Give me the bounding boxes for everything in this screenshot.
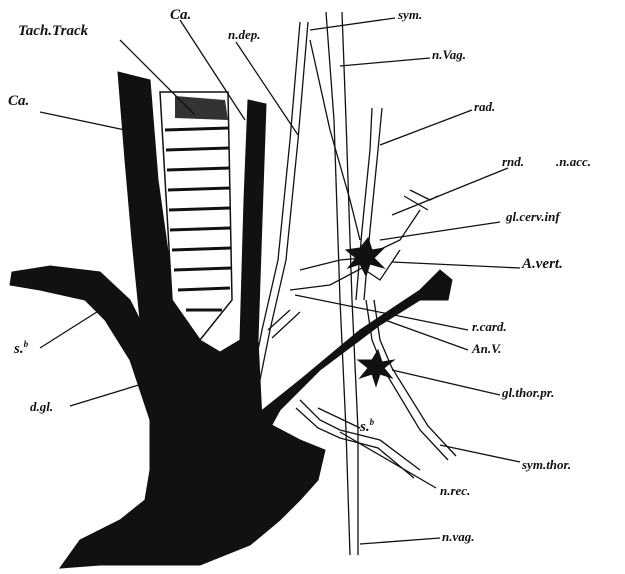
label-ca-top: Ca. — [170, 8, 191, 23]
label-d-gl: d.gl. — [30, 400, 53, 413]
label-sb-left: s.b — [14, 340, 28, 357]
label-sb-mid: s.b — [360, 418, 374, 435]
label-gl-cerv-inf: gl.cerv.inf — [506, 210, 560, 223]
label-a-vert: A.vert. — [522, 257, 563, 272]
label-rnd: rnd. — [502, 155, 524, 168]
label-sb-mid-text: s. — [360, 419, 370, 435]
label-sb-left-sup: b — [24, 339, 29, 349]
label-sb-left-text: s. — [14, 341, 24, 357]
label-n-rec: n.rec. — [440, 484, 470, 497]
label-n-acc: .n.acc. — [556, 155, 591, 168]
label-n-vag-top: n.Vag. — [432, 48, 466, 61]
label-n-dep: n.dep. — [228, 28, 261, 41]
label-tach-track: Tach.Track — [18, 24, 88, 39]
label-ca-left: Ca. — [8, 94, 29, 109]
label-sym-thor: sym.thor. — [522, 458, 571, 471]
label-sb-mid-sup: b — [370, 417, 375, 427]
label-sym: sym. — [398, 8, 422, 21]
label-an-v: An.V. — [472, 342, 501, 355]
label-rad: rad. — [474, 100, 495, 113]
label-r-card: r.card. — [472, 320, 507, 333]
label-n-vag-bottom: n.vag. — [442, 530, 475, 543]
label-gl-thor-pr: gl.thor.pr. — [502, 386, 554, 399]
